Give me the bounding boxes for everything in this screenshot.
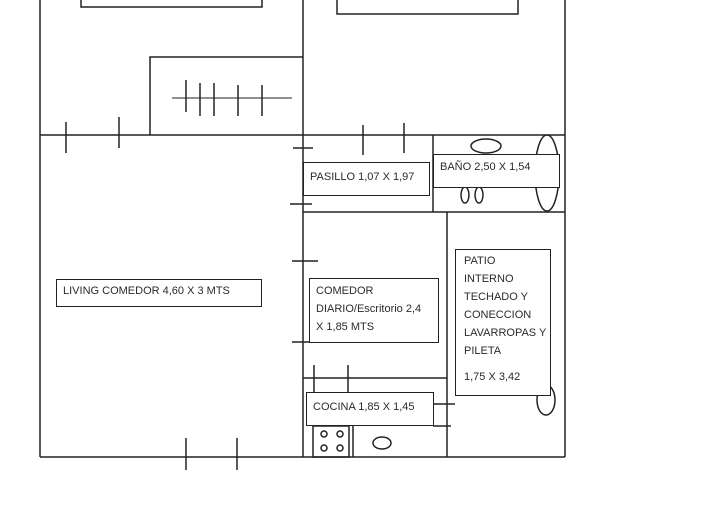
- kitchen-sink-icon: [372, 436, 392, 450]
- patio-label-line: CONECCION: [464, 309, 532, 321]
- stove-icon: [312, 425, 350, 458]
- living-label-text: LIVING COMEDOR 4,60 X 3 MTS: [63, 285, 230, 297]
- toilet-icon: [460, 186, 470, 204]
- patio-label-line: INTERNO: [464, 273, 514, 285]
- cocina-label-text: COCINA 1,85 X 1,45: [313, 401, 415, 413]
- patio-label-line: LAVARROPAS Y: [464, 327, 547, 339]
- top-left-box: [80, 0, 263, 8]
- comedor-label-line: X 1,85 MTS: [316, 321, 375, 333]
- patio-label-line: TECHADO Y: [464, 291, 528, 303]
- sink-icon: [470, 138, 502, 154]
- top-right-box: [336, 0, 519, 15]
- room-label-pasillo: PASILLO 1,07 X 1,97: [303, 162, 430, 196]
- stair-box: [149, 56, 303, 135]
- room-label-living: LIVING COMEDOR 4,60 X 3 MTS: [56, 279, 262, 307]
- pasillo-label-text: PASILLO 1,07 X 1,97: [310, 171, 415, 183]
- patio-dimensions: 1,75 X 3,42: [464, 371, 521, 383]
- room-label-patio: PATIO INTERNO TECHADO Y CONECCION LAVARR…: [455, 249, 551, 396]
- patio-label-line: PILETA: [464, 345, 502, 357]
- comedor-label-line: DIARIO/Escritorio 2,4: [316, 303, 422, 315]
- bano-label-text: BAÑO 2,50 X 1,54: [440, 161, 531, 173]
- patio-label-line: PATIO: [464, 255, 496, 267]
- toilet-icon: [474, 186, 484, 204]
- room-label-comedor: COMEDOR DIARIO/Escritorio 2,4 X 1,85 MTS: [309, 278, 439, 343]
- room-label-cocina: COCINA 1,85 X 1,45: [306, 392, 434, 426]
- comedor-label-line: COMEDOR: [316, 285, 374, 297]
- room-label-bano: BAÑO 2,50 X 1,54: [433, 154, 560, 188]
